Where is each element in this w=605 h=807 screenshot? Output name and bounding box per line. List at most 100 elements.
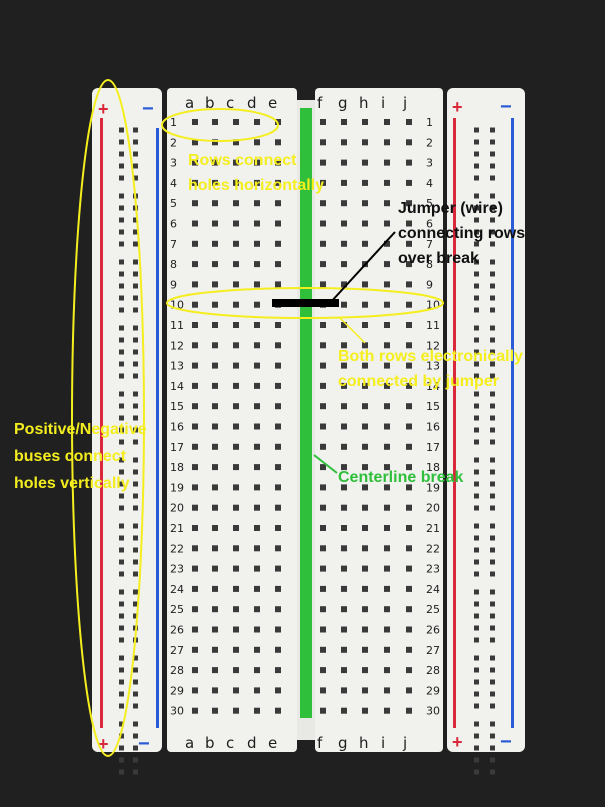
rail-hole (490, 415, 495, 421)
row-number-right: 16 (426, 421, 440, 434)
terminal-hole (275, 200, 281, 207)
rail-hole (119, 679, 124, 685)
row-number-right: 26 (426, 624, 440, 637)
terminal-hole (212, 200, 218, 207)
rail-hole (133, 733, 138, 739)
rail-hole (490, 283, 495, 289)
rail-hole (474, 667, 479, 673)
rail-hole (133, 259, 138, 265)
terminal-hole (192, 362, 198, 369)
rail-hole (474, 625, 479, 631)
terminal-hole (384, 179, 390, 186)
terminal-hole (254, 626, 260, 633)
terminal-hole (254, 362, 260, 369)
terminal-hole (406, 403, 412, 410)
rail-hole (133, 295, 138, 301)
terminal-hole (320, 464, 326, 471)
rail-hole (474, 283, 479, 289)
rail-hole (133, 655, 138, 661)
rail-hole (490, 241, 495, 247)
terminal-hole (254, 403, 260, 410)
rail-hole (474, 481, 479, 487)
terminal-hole (406, 525, 412, 531)
rail-hole (490, 559, 495, 565)
terminal-hole (233, 322, 239, 328)
terminal-hole (406, 342, 412, 349)
rail-hole (474, 493, 479, 499)
terminal-hole (320, 443, 326, 450)
row-number-left: 23 (170, 563, 184, 576)
terminal-hole (406, 159, 412, 166)
terminal-hole (212, 240, 218, 247)
terminal-hole (254, 200, 260, 207)
row-number-right: 4 (426, 177, 433, 190)
rail-hole (474, 691, 479, 697)
both-rows-pointer (339, 317, 366, 344)
rail-hole (119, 259, 124, 265)
terminal-hole (384, 606, 390, 613)
terminal-hole (192, 179, 198, 186)
column-letter-f-bottom: f (317, 734, 323, 752)
terminal-hole (233, 159, 239, 166)
terminal-hole (254, 464, 260, 471)
terminal-hole (320, 626, 326, 633)
rail-hole (490, 259, 495, 265)
rail-hole (490, 325, 495, 331)
terminal-hole (341, 545, 347, 552)
rail-hole (490, 391, 495, 397)
terminal-hole (212, 179, 218, 186)
terminal-hole (406, 261, 412, 268)
rail-hole (490, 757, 495, 763)
terminal-hole (320, 545, 326, 552)
terminal-hole (362, 646, 368, 653)
terminal-hole (275, 261, 281, 268)
rail-hole (474, 769, 479, 775)
column-letter-g-bottom: g (338, 734, 348, 752)
terminal-hole (212, 464, 218, 471)
terminal-hole (341, 220, 347, 227)
rail-hole (119, 457, 124, 463)
terminal-hole (212, 119, 218, 125)
terminal-hole (192, 646, 198, 653)
terminal-hole (341, 200, 347, 207)
terminal-hole (192, 525, 198, 531)
terminal-hole (254, 119, 260, 125)
terminal-hole (233, 443, 239, 450)
terminal-hole (212, 443, 218, 450)
terminal-hole (212, 667, 218, 674)
rail-hole (474, 403, 479, 409)
rail-hole (133, 139, 138, 145)
terminal-hole (233, 139, 239, 146)
callout-both-line2: connected by jumper (338, 373, 499, 390)
rail-hole (119, 139, 124, 145)
terminal-hole (254, 159, 260, 166)
row-number-right: 29 (426, 684, 440, 697)
rail-hole (119, 589, 124, 595)
row-number-right: 9 (426, 278, 433, 291)
terminal-hole (192, 565, 198, 572)
rows-ellipse-row10 (166, 287, 444, 319)
terminal-hole (275, 281, 281, 288)
rail-hole (490, 655, 495, 661)
right-terminal-strip (315, 88, 443, 752)
rail-hole (474, 427, 479, 433)
rail-hole (490, 691, 495, 697)
callout-jumper-line2: connecting rows (398, 225, 525, 242)
terminal-hole (341, 139, 347, 146)
terminal-hole (341, 443, 347, 450)
row-number-left: 14 (170, 380, 184, 393)
rail-hole (133, 757, 138, 763)
rail-hole (474, 373, 479, 379)
rail-hole (490, 535, 495, 541)
row-number-left: 19 (170, 481, 184, 494)
rail-hole (133, 175, 138, 181)
terminal-hole (212, 585, 218, 592)
terminal-hole (341, 646, 347, 653)
terminal-hole (275, 464, 281, 471)
terminal-hole (362, 585, 368, 592)
column-letter-d-bottom: d (247, 734, 257, 752)
row-number-right: 28 (426, 664, 440, 677)
terminal-hole (341, 484, 347, 491)
terminal-hole (233, 707, 239, 714)
rail-hole (119, 175, 124, 181)
